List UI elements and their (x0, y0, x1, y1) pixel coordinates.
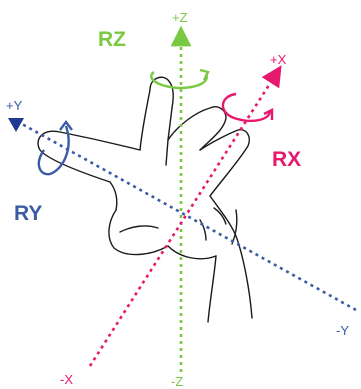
ry-label: RY (14, 202, 42, 225)
rx-label: RX (272, 148, 301, 171)
y-axis-line (22, 124, 356, 310)
x-neg-label: -X (60, 372, 73, 387)
x-axis-line (90, 74, 276, 366)
rz-label: RZ (98, 28, 126, 51)
z-neg-label: -Z (171, 374, 183, 389)
x-pos-label: +X (270, 52, 287, 67)
y-neg-label: -Y (336, 323, 349, 338)
z-pos-label: +Z (172, 10, 188, 25)
y-pos-label: +Y (6, 98, 23, 113)
hand-outline (38, 77, 252, 322)
y-axis-arrow-icon (8, 118, 24, 132)
rz-rotation-arrow-icon (151, 70, 208, 88)
